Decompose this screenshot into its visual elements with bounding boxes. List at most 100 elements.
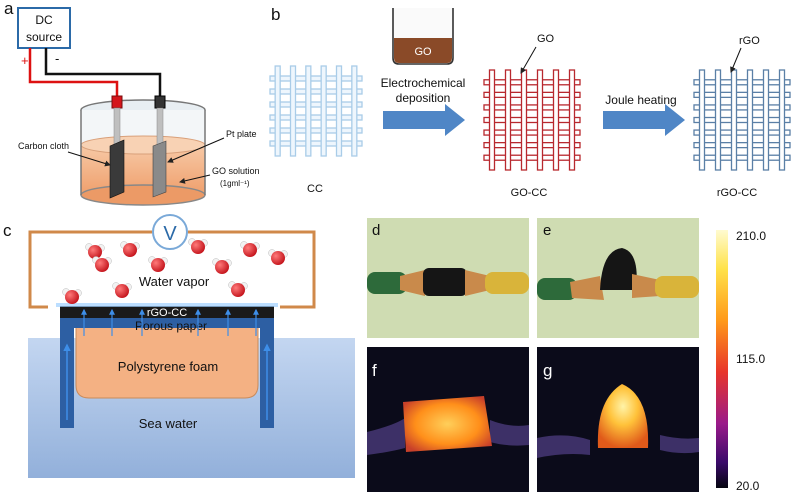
black-terminal xyxy=(154,95,166,109)
panel-letter-e: e xyxy=(543,222,551,239)
go-cc-horizontal-fiber xyxy=(483,91,581,99)
cc-horizontal-fiber xyxy=(269,140,363,147)
step1-label-line1: Electrochemical xyxy=(381,76,466,90)
water-molecule xyxy=(120,241,140,257)
go-cc-horizontal-fiber xyxy=(483,104,581,111)
thermal-f-left-clip xyxy=(367,418,405,455)
go-pointer-label: GO xyxy=(537,33,555,45)
panel-g: g xyxy=(537,347,699,492)
rgo-cc-vertical-fiber xyxy=(762,69,770,171)
go-solution-label-line2: (1gml⁻¹) xyxy=(220,179,250,188)
rgo-cc-mesh xyxy=(693,69,791,171)
go-cc-horizontal-fiber xyxy=(483,116,581,124)
step2-arrow xyxy=(603,104,685,136)
go-beaker-label: GO xyxy=(414,46,432,58)
thermal-g-left-clip xyxy=(537,435,590,458)
rgo-cc-vertical-fiber xyxy=(714,69,722,171)
pt-plate-electrode xyxy=(152,140,167,198)
water-vapor-label: Water vapor xyxy=(139,274,210,289)
water-molecule xyxy=(112,282,132,298)
rgo-cc-horizontal-fiber xyxy=(693,91,791,99)
colorbar-mid-label: 115.0 xyxy=(736,352,765,366)
step2-label: Joule heating xyxy=(605,93,676,107)
panel-c: c Sea water Polystyrene foam Porous pape… xyxy=(3,214,355,478)
water-molecule xyxy=(62,288,82,304)
minus-sign: - xyxy=(55,51,59,66)
photo-e-left-clip-handle xyxy=(537,278,577,300)
go-cc-horizontal-fiber xyxy=(483,154,581,161)
go-solution-pointer xyxy=(179,174,211,184)
cc-horizontal-fiber xyxy=(269,88,363,95)
dc-source-label-line1: DC xyxy=(35,13,53,27)
cc-vertical-fiber xyxy=(289,65,297,157)
go-cc-vertical-fiber xyxy=(568,69,576,171)
go-cc-label: GO-CC xyxy=(511,187,548,199)
water-molecules xyxy=(62,238,288,304)
rgo-cc-label: rGO-CC xyxy=(717,187,757,199)
panel-b: b GO Electrochemical deposition Joule he… xyxy=(269,5,791,199)
water-molecule xyxy=(268,249,288,265)
colorbar-gradient xyxy=(716,230,728,488)
go-cc-vertical-fiber xyxy=(488,69,496,171)
cc-mesh xyxy=(269,65,363,157)
carbon-cloth-label: Carbon cloth xyxy=(18,141,69,151)
cc-vertical-fiber xyxy=(351,65,358,157)
red-terminal xyxy=(111,95,123,109)
cc-label: CC xyxy=(307,183,323,195)
step1-label-line2: deposition xyxy=(396,91,451,105)
voltmeter-label: V xyxy=(163,223,177,245)
circuit-wire-right xyxy=(188,230,316,309)
go-cc-vertical-fiber xyxy=(504,69,512,171)
panel-letter-b: b xyxy=(271,5,280,24)
pt-plate-pointer xyxy=(167,137,225,163)
thermal-g-right-clip xyxy=(660,435,699,454)
positive-wire xyxy=(28,48,119,98)
cc-horizontal-fiber xyxy=(269,101,363,108)
colorbar-max-label: 210.0 xyxy=(736,229,766,243)
beaker-bottom xyxy=(80,184,206,206)
rgo-cc-layer-label: rGO-CC xyxy=(147,307,187,319)
water-molecule xyxy=(148,256,168,272)
cc-vertical-fiber xyxy=(305,65,312,157)
colorbar-min-label: 20.0 xyxy=(736,479,760,493)
vapor-flow-arrows xyxy=(81,308,259,336)
photo-d-left-copper xyxy=(400,270,425,296)
black-rod xyxy=(156,107,164,147)
cc-vertical-fiber xyxy=(274,65,281,157)
rgo-cc-horizontal-fiber xyxy=(693,129,791,136)
photo-d-sample xyxy=(423,268,467,296)
thermal-f-hot-sample xyxy=(403,396,492,452)
sea-water-label: Sea water xyxy=(139,416,198,431)
go-pointer xyxy=(520,46,537,74)
cc-vertical-fiber xyxy=(335,65,343,157)
go-beaker-liquid xyxy=(394,38,452,63)
go-cc-vertical-fiber xyxy=(520,69,528,171)
panel-letter-g: g xyxy=(543,361,552,380)
panel-e: e xyxy=(537,218,699,338)
porous-paper xyxy=(60,318,274,328)
photo-e-bent-sample xyxy=(600,248,637,290)
voltmeter xyxy=(152,214,188,250)
photo-d-left-clip-handle xyxy=(367,272,407,294)
rgo-pointer-label: rGO xyxy=(739,35,760,47)
photo-e-right-clip-handle xyxy=(655,276,699,298)
rgo-cc-horizontal-fiber xyxy=(693,154,791,161)
thermal-f-right-clip xyxy=(490,420,529,446)
plus-sign: + xyxy=(21,53,29,68)
panel-d: d xyxy=(367,218,529,338)
photo-d-right-clip-handle xyxy=(485,272,529,294)
water-molecule xyxy=(212,258,232,274)
go-solution-label-line1: GO solution xyxy=(212,166,260,176)
carbon-cloth-electrode xyxy=(109,139,125,199)
photo-d-right-copper xyxy=(465,270,490,296)
go-cc-vertical-fiber xyxy=(536,69,544,171)
carbon-cloth-pointer xyxy=(67,151,111,167)
negative-wire xyxy=(44,48,162,98)
porous-paper-label: Porous paper xyxy=(135,319,207,333)
water-molecule xyxy=(85,243,105,259)
rgo-cc-horizontal-fiber xyxy=(693,116,791,124)
panel-letter-f: f xyxy=(372,361,377,380)
step1-arrow xyxy=(383,104,465,136)
go-cc-horizontal-fiber xyxy=(483,79,581,86)
cc-horizontal-fiber xyxy=(269,127,363,134)
